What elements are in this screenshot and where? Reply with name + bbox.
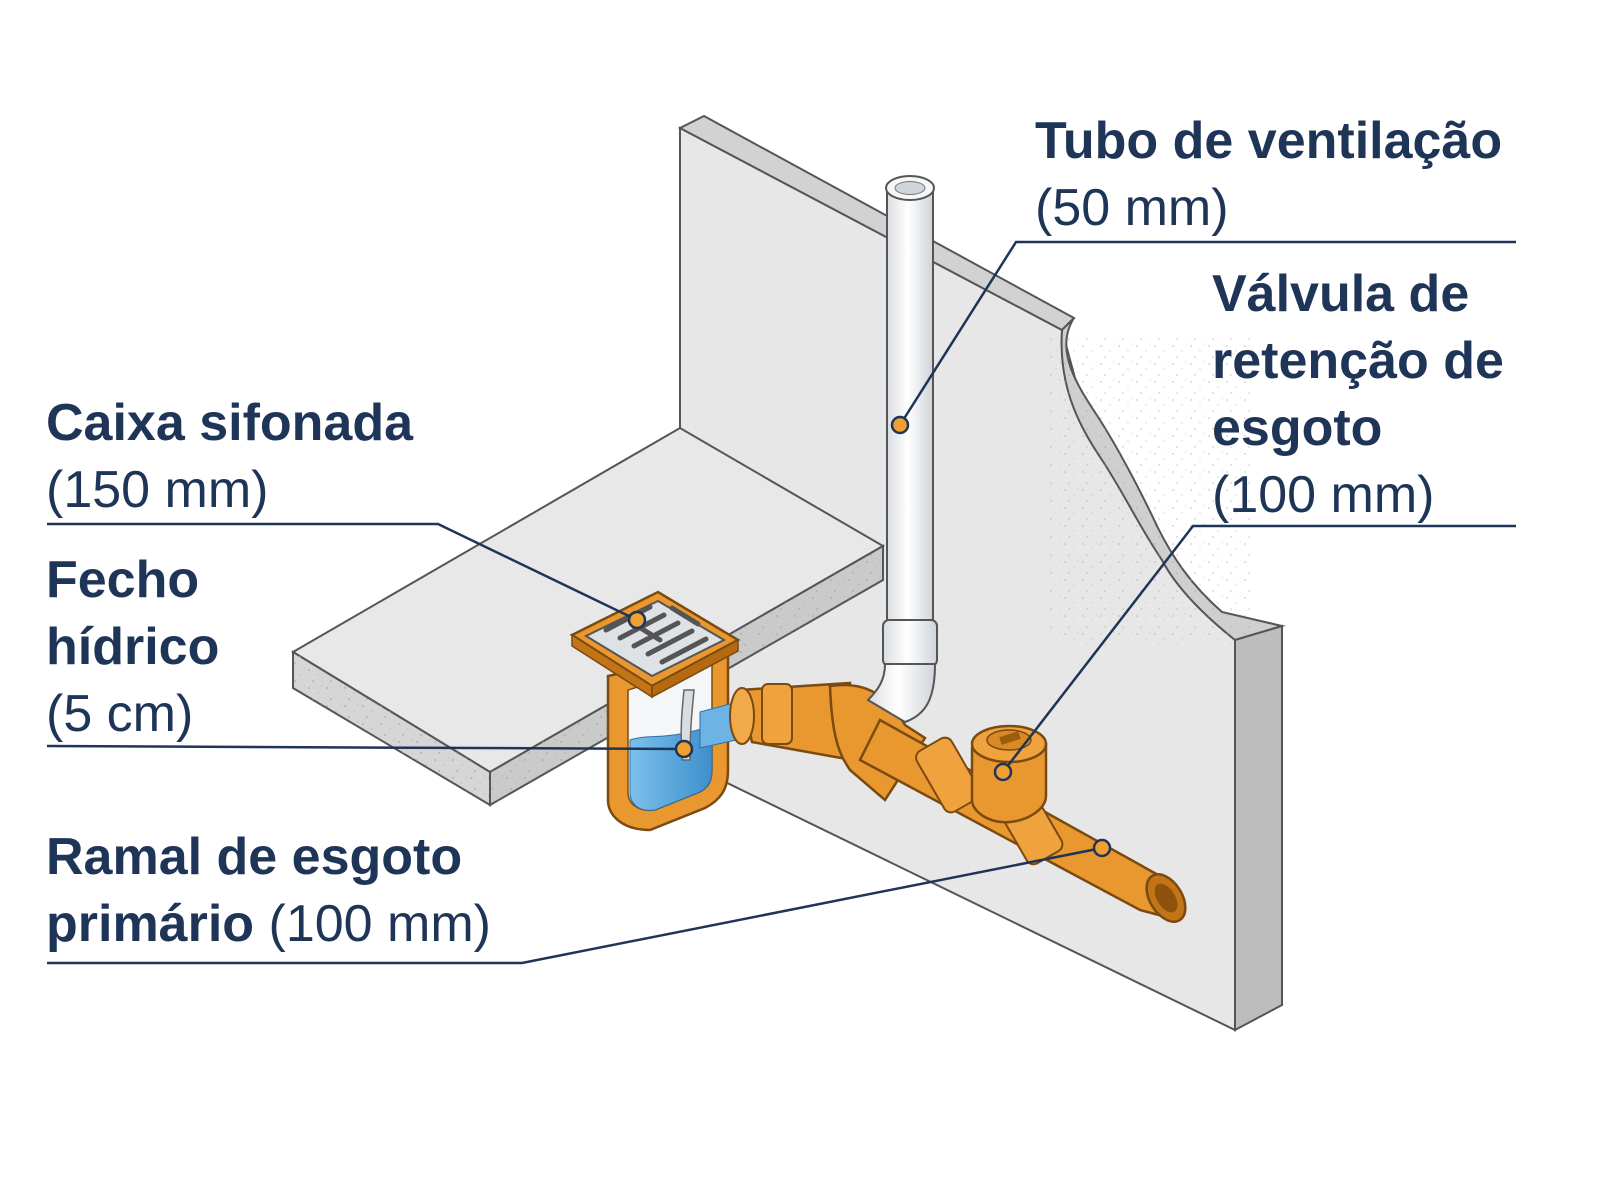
vent-pipe-shaft <box>886 187 934 641</box>
leader-line-water-seal <box>46 744 685 751</box>
check-valve <box>970 724 1048 824</box>
marker-water-seal <box>674 739 694 759</box>
label-valve-line2: retenção de <box>1212 332 1504 390</box>
valve-body <box>970 742 1048 824</box>
label-branch-line2-row: primário (100 mm) <box>46 891 491 958</box>
label-water-seal-size: (5 cm) <box>46 685 194 743</box>
label-water-seal-line2: hídrico <box>46 618 220 676</box>
marker-branch <box>1092 838 1112 858</box>
markers <box>627 415 1112 858</box>
label-water-seal: Fecho hídrico (5 cm) <box>46 547 219 748</box>
vent-pipe <box>866 175 938 724</box>
label-check-valve: Válvula de retenção de esgoto (100 mm) <box>1212 261 1504 529</box>
label-trap-box-size: (150 mm) <box>46 461 269 519</box>
leader-line-vent <box>898 240 1516 426</box>
leader-lines <box>46 240 1516 965</box>
marker-valve <box>993 762 1013 782</box>
label-water-seal-line1: Fecho <box>46 551 200 609</box>
vent-pipe-elbow <box>866 663 937 724</box>
label-trap-box: Caixa sifonada (150 mm) <box>46 390 413 524</box>
label-vent-size: (50 mm) <box>1035 179 1229 237</box>
wall-side <box>1234 624 1283 1032</box>
label-trap-box-title: Caixa sifonada <box>46 394 414 452</box>
leader-line-trap-box <box>47 522 638 622</box>
label-valve-line3: esgoto <box>1212 399 1383 457</box>
floor-grate <box>569 590 741 699</box>
label-vent-title: Tubo de ventilação <box>1035 112 1503 170</box>
label-branch-size: (100 mm) <box>268 895 491 953</box>
label-branch-line1: Ramal de esgoto <box>46 828 463 886</box>
wall <box>677 114 1286 1032</box>
label-vent-pipe: Tubo de ventilação (50 mm) <box>1035 108 1502 242</box>
leader-line-valve <box>1002 524 1516 773</box>
marker-vent <box>890 415 910 435</box>
label-branch-pipe: Ramal de esgoto primário (100 mm) <box>46 824 491 958</box>
leader-line-branch <box>47 846 1103 965</box>
label-branch-line2: primário <box>46 895 255 953</box>
label-valve-size: (100 mm) <box>1212 466 1435 524</box>
marker-trap-box <box>627 610 647 630</box>
label-valve-line1: Válvula de <box>1212 265 1470 323</box>
